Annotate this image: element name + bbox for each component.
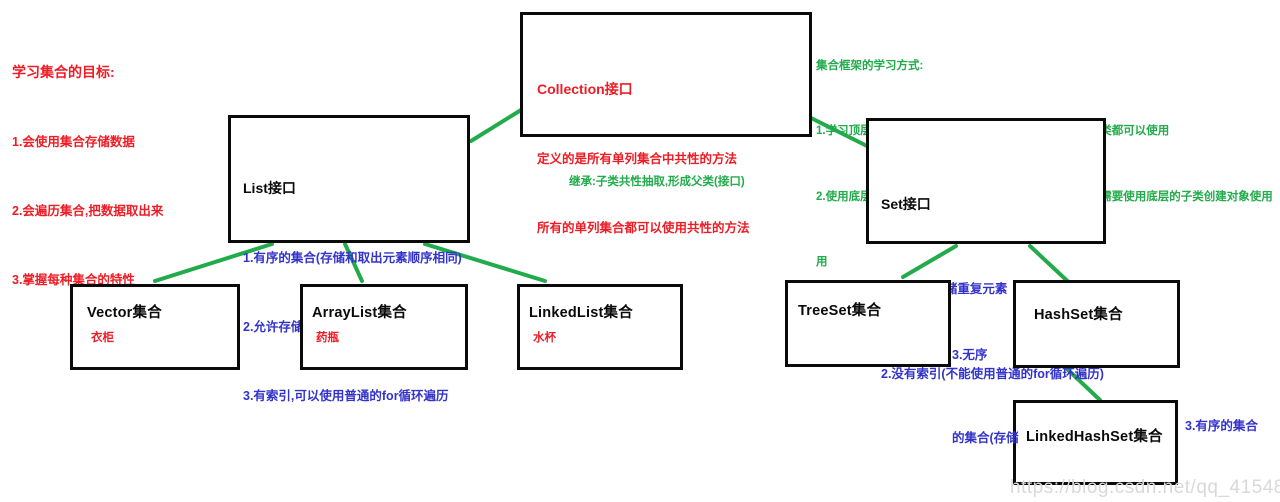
arraylist-box-title: ArrayList集合 [312, 305, 407, 321]
learning-goals-line-3: 3.掌握每种集合的特性 [12, 272, 135, 287]
linkedlist-box-title: LinkedList集合 [529, 305, 633, 321]
treeset-box-title: TreeSet集合 [798, 303, 882, 319]
linkedhashset-box-title: LinkedHashSet集合 [1026, 429, 1163, 445]
hashset-note-line-1: 3.无序 [952, 348, 988, 363]
list-box-title: List接口 [243, 179, 296, 196]
linkedhashset-box[interactable]: LinkedHashSet集合 [1013, 400, 1178, 485]
vector-box[interactable]: Vector集合 衣柜 [70, 284, 240, 370]
collection-interface-box[interactable]: Collection接口 定义的是所有单列集合中共性的方法 所有的单列集合都可以… [520, 12, 812, 304]
collection-box-line-2: 所有的单列集合都可以使用共性的方法 [537, 220, 750, 235]
learning-goals-line-2: 2.会遍历集合,把数据取出来 [12, 203, 164, 218]
set-box-line-2: 2.没有索引(不能使用普通的for循环遍历) [881, 366, 1104, 381]
hashset-note-line-2: 的集合(存储 [952, 430, 1019, 445]
csdn-watermark: https://blog.csdn.net/qq_41548028 [1010, 477, 1280, 498]
hashset-unordered-note: 3.无序 的集合(存储 和取出元素 的顺序有可能 不一致) [952, 285, 1038, 502]
vector-box-title: Vector集合 [87, 305, 162, 321]
collection-box-title: Collection接口 [537, 80, 633, 97]
arraylist-box-subtitle: 药瓶 [316, 332, 339, 344]
arraylist-box[interactable]: ArrayList集合 药瓶 [300, 284, 468, 370]
linkedlist-box-subtitle: 水杯 [533, 332, 556, 344]
list-interface-box[interactable]: List接口 1.有序的集合(存储和取出元素顺序相同) 2.允许存储重复的元素 … [228, 115, 470, 403]
vector-box-subtitle: 衣柜 [91, 332, 114, 344]
treeset-box[interactable]: TreeSet集合 [785, 280, 951, 367]
set-box-title: Set接口 [881, 195, 931, 212]
learning-goals-heading: 学习集合的目标: [12, 63, 115, 80]
set-interface-box[interactable]: Set接口 1. 不允许存储重复元素 2.没有索引(不能使用普通的for循环遍历… [866, 118, 1106, 381]
framework-note-line-3: 用 [816, 255, 828, 268]
hashset-box-title: HashSet集合 [1034, 307, 1123, 323]
list-box-line-1: 1.有序的集合(存储和取出元素顺序相同) [243, 250, 462, 265]
list-box-line-3: 3.有索引,可以使用普通的for循环遍历 [243, 388, 449, 403]
inheritance-caption: 继承:子类共性抽取,形成父类(接口) [569, 176, 745, 188]
framework-note-heading: 集合框架的学习方式: [816, 60, 924, 72]
learning-goals-note: 学习集合的目标: 1.会使用集合存储数据 2.会遍历集合,把数据取出来 3.掌握… [12, 12, 312, 340]
linkedhashset-ordered-note: 3.有序的集合 [1185, 419, 1258, 433]
hashset-box[interactable]: HashSet集合 [1013, 280, 1180, 368]
collection-box-line-1: 定义的是所有单列集合中共性的方法 [537, 151, 738, 166]
linkedlist-box[interactable]: LinkedList集合 水杯 [517, 284, 683, 370]
learning-goals-line-1: 1.会使用集合存储数据 [12, 134, 135, 149]
edge-list-to-collection [469, 108, 523, 143]
